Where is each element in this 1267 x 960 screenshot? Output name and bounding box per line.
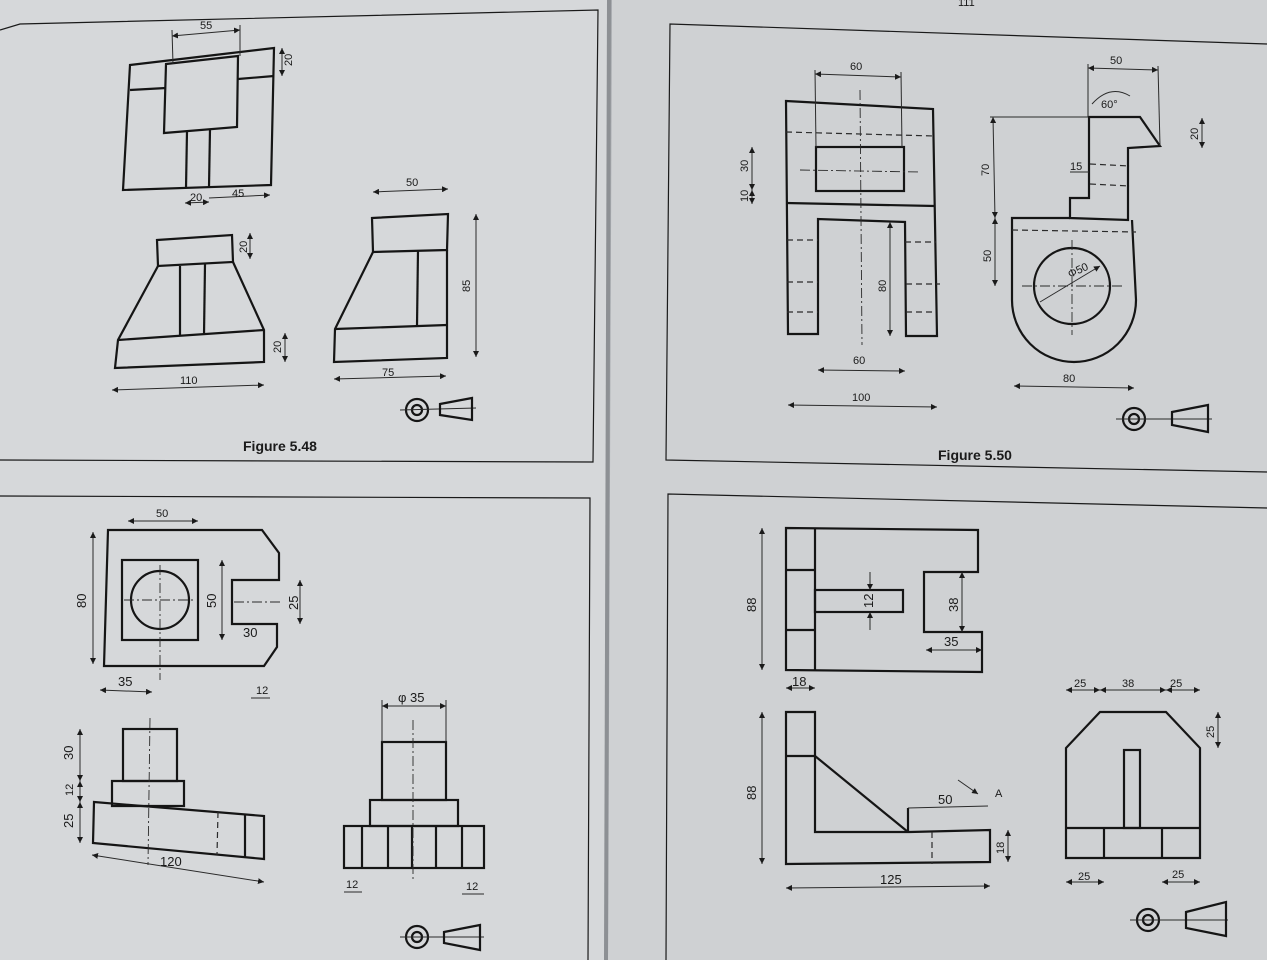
dim-text: 35 (118, 674, 132, 689)
dim-text: 35 (944, 634, 958, 649)
dim-text: φ 35 (398, 690, 425, 705)
fig549-front-view: 30 12 25 120 (61, 717, 266, 885)
fig549-top-view: 50 80 50 25 30 35 12 (74, 508, 303, 699)
dim-text: 25 (286, 596, 301, 610)
right-page (608, 0, 1267, 960)
dim-text: 18 (995, 842, 1007, 854)
fig548-front-view: 20 20 110 (111, 233, 288, 393)
figure-caption: Figure 5.48 (243, 438, 317, 454)
dim-text: 125 (880, 872, 902, 887)
dim-text: 50 (204, 594, 219, 608)
dim-text: 50 (406, 177, 418, 189)
dim-text: 75 (382, 367, 394, 379)
dim-text: 20 (1189, 128, 1201, 140)
dim-text: 30 (739, 160, 751, 172)
figure-548: 55 20 20 45 20 20 110 (111, 20, 479, 454)
dim-text: 25 (61, 814, 76, 828)
fig551-front-view: 18 88 50 A 18 125 (744, 674, 1011, 891)
projection-symbol-icon (1116, 403, 1212, 434)
frame-fig-550 (665, 23, 1267, 473)
page-number: 111 (958, 0, 975, 9)
frame-fig-549 (0, 495, 591, 960)
figure-550: 60 30 10 80 60 100 Φ50 50 (739, 55, 1212, 463)
dim-text: 12 (466, 881, 478, 893)
dim-text: 110 (180, 375, 198, 387)
dim-text: 50 (156, 508, 168, 520)
projection-symbol-icon (1130, 900, 1228, 938)
book-gutter (604, 0, 611, 960)
figure-caption: Figure 5.50 (938, 447, 1012, 463)
dim-text: 38 (1122, 678, 1134, 690)
dim-text: 45 (232, 188, 244, 200)
dim-text: 15 (1070, 161, 1082, 173)
dim-text: 20 (272, 341, 284, 353)
dim-text: 88 (744, 598, 759, 612)
dim-text: 18 (792, 674, 806, 689)
dim-text: 88 (744, 786, 759, 800)
dim-text: 30 (243, 625, 257, 640)
fig550-side-view: Φ50 50 60° 20 70 15 50 80 (980, 55, 1205, 391)
fig548-top-view: 55 20 20 45 (121, 20, 295, 206)
dim-text: 12 (861, 594, 876, 608)
dim-text: 20 (238, 241, 250, 253)
dim-text: 80 (1063, 373, 1075, 385)
dim-text: 25 (1078, 871, 1090, 883)
fig551-top-view: 12 88 38 35 (744, 526, 984, 674)
dim-text: 50 (938, 792, 952, 807)
frame-fig-551 (665, 493, 1267, 960)
projection-symbol-icon (399, 396, 477, 423)
dim-text: 80 (877, 280, 889, 292)
projection-symbol-icon (400, 923, 484, 952)
dim-text: 12 (64, 784, 76, 796)
dim-text: 60 (850, 61, 862, 73)
dim-text: 20 (190, 192, 202, 204)
dim-text: 80 (74, 594, 89, 608)
dim-text: 70 (980, 164, 992, 176)
dim-text: 20 (283, 54, 295, 66)
fig549-side-view: φ 35 12 12 (342, 690, 486, 895)
dim-text: 120 (160, 854, 182, 869)
dim-text: 60 (853, 355, 865, 367)
dim-text: 25 (1172, 869, 1184, 881)
dim-text: 25 (1205, 726, 1217, 738)
figure-549: 50 80 50 25 30 35 12 30 12 25 (61, 508, 486, 952)
dim-text: 12 (346, 879, 358, 891)
figure-551: 12 88 38 35 18 88 50 A 18 125 (744, 526, 1228, 938)
dim-text: 50 (982, 250, 994, 262)
frame-fig-548 (0, 9, 599, 463)
fig551-side-view: 25 38 25 25 25 25 (1064, 678, 1221, 885)
dim-text: 25 (1074, 678, 1086, 690)
fig548-side-view: 50 85 75 (332, 177, 479, 382)
dim-text: 25 (1170, 678, 1182, 690)
fig550-front-view: 60 30 10 80 60 100 (739, 61, 940, 410)
dim-text: 55 (200, 20, 212, 32)
dim-text: 38 (946, 598, 961, 612)
dim-text: 85 (461, 280, 473, 292)
dim-text: 10 (739, 190, 751, 202)
dim-text: 12 (256, 685, 268, 697)
left-page (0, 0, 610, 960)
dim-text: 60° (1101, 99, 1118, 111)
dim-text: 30 (61, 746, 76, 760)
dim-text: 100 (852, 392, 870, 404)
dim-text: 50 (1110, 55, 1122, 67)
dim-text: A (995, 788, 1003, 800)
